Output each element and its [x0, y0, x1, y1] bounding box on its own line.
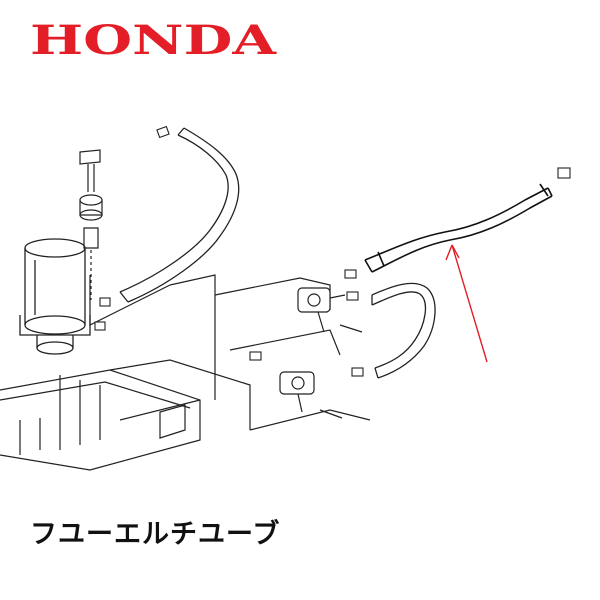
honda-logo: HONDA [30, 17, 277, 62]
fuel-tube [364, 183, 553, 273]
honda-logo-text: HONDA [30, 17, 277, 62]
left-fuel-hose [119, 127, 240, 303]
part-name-caption: フユーエルチユーブ [30, 519, 281, 550]
fuel-filter [19, 238, 91, 355]
parts-diagram [0, 125, 571, 471]
mounting-hardware [79, 149, 103, 300]
pointer-arrow [445, 244, 488, 363]
fuel-valve-center [297, 287, 363, 333]
fuel-valve-lower [279, 371, 343, 419]
hose-clamps [94, 125, 571, 377]
diagram-frame-lines [0, 274, 371, 471]
right-return-hose [371, 282, 436, 379]
